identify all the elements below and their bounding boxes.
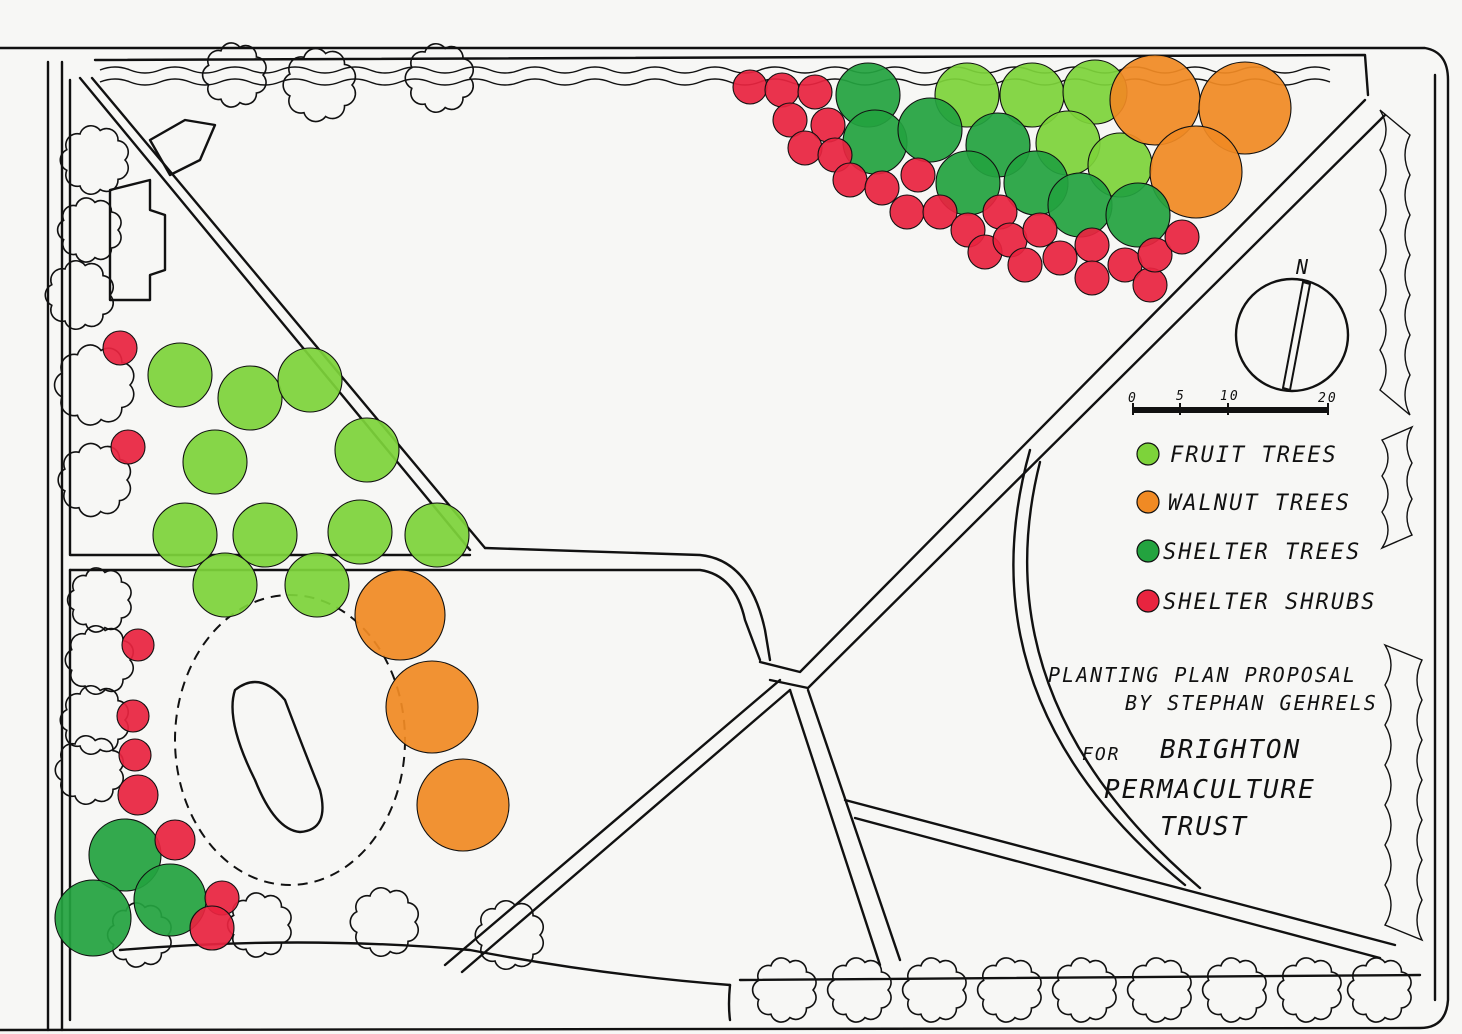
existing-tree-outline xyxy=(64,624,134,696)
shelter-shrub-planting xyxy=(1022,212,1058,248)
legend-label-fruit: FRUIT TREES xyxy=(1170,443,1338,468)
legend-swatch-shelter-shrub xyxy=(1136,589,1160,613)
shelter-shrub-planting xyxy=(154,819,196,861)
legend-label-shelter-trees: SHELTER TREES xyxy=(1163,540,1361,565)
org-line-2: PERMACULTURE xyxy=(1104,775,1316,805)
shelter-shrub-planting xyxy=(118,738,152,772)
existing-tree-outline xyxy=(1346,957,1412,1023)
fruit-planting xyxy=(217,365,283,431)
walnut-planting xyxy=(354,569,446,661)
walnut-planting xyxy=(1198,61,1292,155)
shelter-shrub-planting xyxy=(110,429,146,465)
fruit-planting xyxy=(404,502,470,568)
shelter-shrub-planting xyxy=(764,72,800,108)
scale-tick-20: 20 xyxy=(1318,391,1338,406)
existing-tree-outline xyxy=(901,957,967,1023)
fruit-planting xyxy=(152,502,218,568)
legend-item-shelter-trees: SHELTER TREES xyxy=(1136,539,1361,565)
existing-tree-outline xyxy=(349,886,419,958)
existing-tree-outline xyxy=(56,197,122,263)
existing-tree-outline xyxy=(1276,957,1342,1023)
existing-tree-outline xyxy=(282,47,357,123)
plan-title: PLANTING PLAN PROPOSAL xyxy=(1048,663,1357,687)
existing-tree-outline xyxy=(976,957,1042,1023)
shelter-shrub-planting xyxy=(1074,260,1110,296)
shelter-shrub-planting xyxy=(732,69,768,105)
fruit-planting xyxy=(284,552,350,618)
org-line-1: BRIGHTON xyxy=(1160,735,1301,765)
walnut-planting xyxy=(1149,125,1243,219)
shelter-shrub-planting xyxy=(1074,227,1110,263)
right-hedges xyxy=(1379,109,1424,942)
shelter-shrub-planting xyxy=(832,162,868,198)
legend-swatch-shelter-tree xyxy=(1136,539,1160,563)
fruit-planting xyxy=(182,429,248,495)
fruit-planting xyxy=(277,347,343,413)
legend-label-shelter-shrubs: SHELTER SHRUBS xyxy=(1163,590,1376,615)
building-outline xyxy=(108,118,217,302)
fruit-planting xyxy=(147,342,213,408)
shelter-shrub-planting xyxy=(772,102,808,138)
scale-tick-0: 0 xyxy=(1128,391,1138,406)
shelter-shrub-planting xyxy=(922,194,958,230)
site-boundary xyxy=(0,46,1450,1032)
walnut-planting xyxy=(385,660,479,754)
shelter-shrub-planting xyxy=(900,157,936,193)
shelter-shrub-planting xyxy=(889,194,925,230)
shelter-shrub-planting xyxy=(787,130,823,166)
shelter-tree-planting xyxy=(1047,172,1113,238)
shelter-shrub-planting xyxy=(1164,219,1200,255)
shelter-shrub-planting xyxy=(102,330,138,366)
shelter-shrub-planting xyxy=(1137,237,1173,273)
existing-tree-outline xyxy=(44,259,114,331)
north-arrow: N xyxy=(1234,255,1350,393)
title-block: PLANTING PLAN PROPOSAL BY STEPHAN GEHREL… xyxy=(1048,663,1378,842)
existing-tree-outline xyxy=(201,42,267,108)
legend: FRUIT TREES WALNUT TREES SHELTER TREES S… xyxy=(1136,442,1376,615)
fruit-planting xyxy=(232,502,298,568)
existing-tree-outline xyxy=(404,42,474,114)
walnut-planting xyxy=(416,758,510,852)
existing-tree-outline xyxy=(54,734,124,806)
plan-author: BY STEPHAN GEHRELS xyxy=(1125,691,1378,715)
legend-item-fruit-trees: FRUIT TREES xyxy=(1136,442,1338,468)
existing-tree-outline xyxy=(1126,957,1192,1023)
scale-tick-10: 10 xyxy=(1220,389,1240,404)
existing-tree-outline xyxy=(66,567,132,633)
shelter-shrub-planting xyxy=(1132,267,1168,303)
scale-tick-5: 5 xyxy=(1176,389,1186,404)
north-label: N xyxy=(1295,255,1310,279)
shelter-shrub-planting xyxy=(1007,247,1043,283)
shelter-shrub-planting xyxy=(797,74,833,110)
existing-tree-outline xyxy=(474,899,544,971)
shelter-shrub-planting xyxy=(116,699,150,733)
shelter-shrub-planting xyxy=(117,774,159,816)
shelter-shrub-planting xyxy=(1042,240,1078,276)
for-label: FOR xyxy=(1082,744,1121,765)
fruit-planting xyxy=(192,552,258,618)
existing-tree-outline xyxy=(826,957,892,1023)
shelter-tree-planting xyxy=(54,879,132,957)
shelter-shrub-planting xyxy=(189,905,235,951)
shelter-tree-planting xyxy=(1105,182,1171,248)
shelter-shrub-planting xyxy=(864,170,900,206)
fruit-planting xyxy=(334,417,400,483)
scale-bar: 0 5 10 20 xyxy=(1128,389,1338,415)
legend-swatch-walnut xyxy=(1136,490,1160,514)
legend-swatch-fruit xyxy=(1136,442,1160,466)
shelter-tree-planting xyxy=(897,97,963,163)
existing-tree-outline xyxy=(59,124,129,196)
shelter-shrub-planting xyxy=(121,628,155,662)
legend-item-shelter-shrubs: SHELTER SHRUBS xyxy=(1136,589,1376,615)
existing-tree-outline xyxy=(1201,957,1267,1023)
fruit-planting xyxy=(327,499,393,565)
existing-tree-outline xyxy=(751,957,817,1023)
legend-item-walnut-trees: WALNUT TREES xyxy=(1136,490,1351,516)
existing-tree-outline xyxy=(1051,957,1117,1023)
proposed-plantings xyxy=(54,54,1292,957)
legend-label-walnut: WALNUT TREES xyxy=(1168,491,1351,516)
org-line-3: TRUST xyxy=(1160,812,1248,842)
